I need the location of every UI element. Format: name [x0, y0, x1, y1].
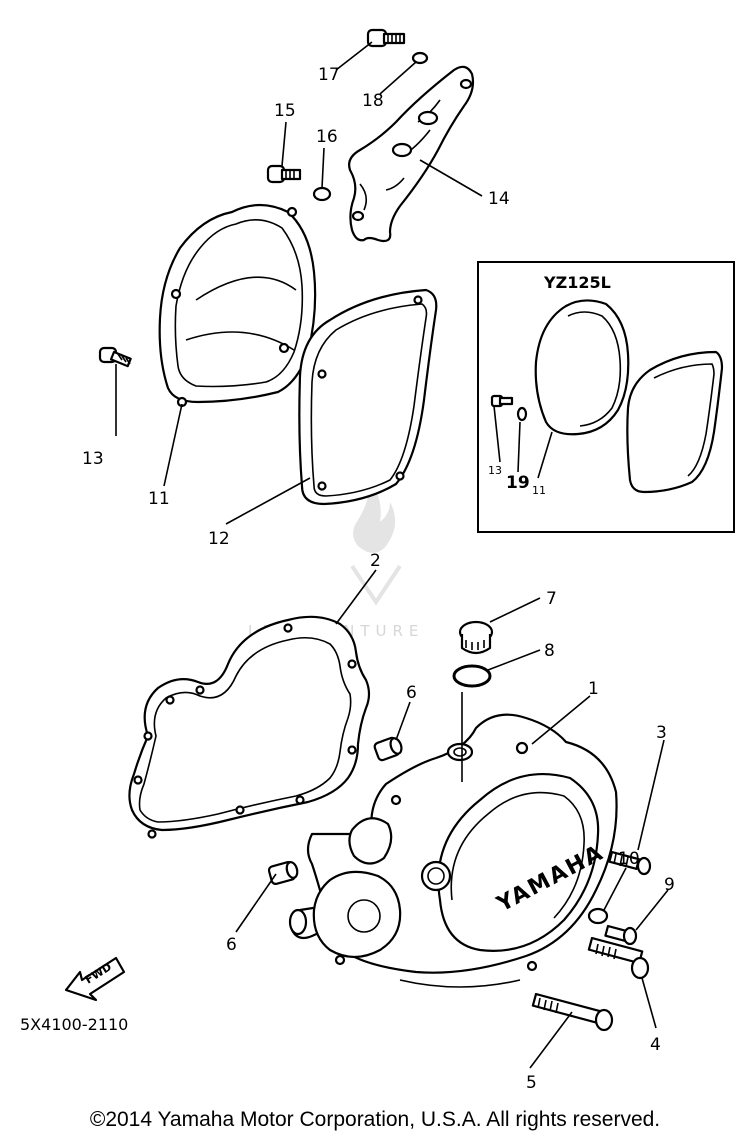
bracket-14 [348, 65, 475, 243]
label-part-14: 14 [488, 189, 510, 209]
label-inset-part-19: 19 [506, 473, 530, 493]
plug-7 [458, 620, 494, 655]
fwd-arrow-icon: FWD [64, 956, 126, 1002]
label-part-15: 15 [274, 101, 296, 121]
diagram-code: 5X4100-2110 [20, 1015, 128, 1034]
label-part-16: 16 [316, 127, 338, 147]
bolt-9 [604, 924, 638, 946]
washer-16 [312, 186, 332, 202]
label-part-8: 8 [544, 641, 555, 661]
label-part-3: 3 [656, 723, 667, 743]
bolt-13 [98, 346, 132, 368]
bolt-3 [608, 850, 652, 876]
washer-10 [587, 907, 609, 925]
dowel-6-upper [373, 736, 403, 762]
cover-11 [158, 203, 317, 408]
label-inset-part-13: 13 [488, 464, 502, 477]
crankcase-cover-1: YAMAHA [288, 713, 618, 988]
bolt-15 [266, 164, 302, 184]
label-part-4: 4 [650, 1035, 661, 1055]
label-part-18: 18 [362, 91, 384, 111]
label-part-1: 1 [588, 679, 599, 699]
gasket-2 [128, 615, 371, 832]
label-part-2: 2 [370, 551, 381, 571]
dowel-6-lower [267, 860, 299, 886]
copyright-footer: ©2014 Yamaha Motor Corporation, U.S.A. A… [89, 1108, 661, 1131]
o-ring-8 [452, 664, 492, 688]
leader-lines [115, 41, 669, 1069]
inset-box-yz125l: YZ125L [477, 261, 735, 533]
label-part-6-upper: 6 [406, 683, 417, 703]
washer-18 [411, 51, 429, 65]
label-inset-part-11: 11 [532, 484, 546, 497]
label-part-6-lower: 6 [226, 935, 237, 955]
label-part-13: 13 [82, 449, 104, 469]
label-part-9: 9 [664, 875, 675, 895]
label-part-10: 10 [618, 849, 640, 869]
gasket-12 [298, 288, 438, 506]
bolt-5 [531, 992, 614, 1032]
label-part-11: 11 [148, 489, 170, 509]
label-part-12: 12 [208, 529, 230, 549]
inset-title: YZ125L [543, 273, 611, 292]
label-part-7: 7 [546, 589, 557, 609]
label-part-5: 5 [526, 1073, 537, 1093]
bolt-4 [587, 936, 650, 980]
label-part-17: 17 [318, 65, 340, 85]
bolt-17 [366, 28, 406, 48]
